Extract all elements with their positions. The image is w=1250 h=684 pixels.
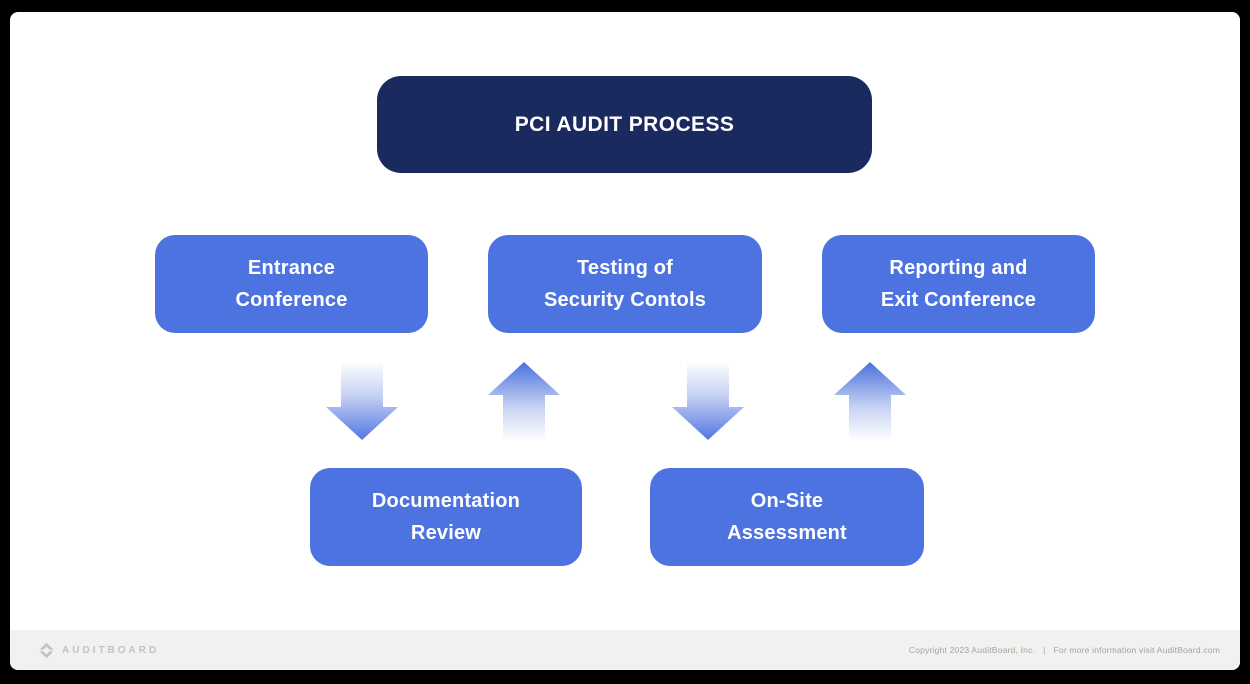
footer-separator: | bbox=[1043, 645, 1046, 655]
arrow-down-icon bbox=[326, 362, 398, 440]
auditboard-brand: AUDITBOARD bbox=[38, 642, 159, 659]
footer-copyright-text: Copyright 2023 AuditBoard, Inc. | For more… bbox=[909, 645, 1220, 655]
process-box-label-line: Documentation bbox=[371, 490, 521, 512]
diagram-title: PCI AUDIT PROCESS bbox=[514, 112, 735, 136]
process-box-documentation-review: Documentation Review bbox=[310, 468, 582, 566]
diagram-title-box: PCI AUDIT PROCESS bbox=[377, 76, 872, 173]
process-box-label-line: Reporting and bbox=[889, 257, 1028, 279]
footer-bar: AUDITBOARD Copyright 2023 AuditBoard, In… bbox=[10, 630, 1240, 670]
process-box-on-site-assessment: On-Site Assessment bbox=[650, 468, 924, 566]
footer-info-text: For more information visit AuditBoard.co… bbox=[1053, 645, 1220, 655]
arrow-down-icon bbox=[672, 362, 744, 440]
process-box-reporting-exit-conference: Reporting and Exit Conference bbox=[822, 235, 1095, 333]
process-box-label-line: Security Contols bbox=[543, 289, 707, 311]
arrow-up-icon bbox=[488, 362, 560, 440]
auditboard-logo-icon bbox=[39, 642, 54, 658]
process-box-label-line: Review bbox=[410, 522, 482, 544]
auditboard-brand-name: AUDITBOARD bbox=[62, 644, 160, 656]
process-box-testing-security-controls: Testing of Security Contols bbox=[488, 235, 762, 333]
process-box-label-line: Testing of bbox=[576, 257, 674, 279]
slide-canvas: PCI AUDIT PROCESS Entrance Conference Te… bbox=[10, 12, 1240, 670]
process-box-label-line: Entrance bbox=[247, 257, 336, 279]
process-box-label-line: Conference bbox=[235, 289, 348, 311]
process-box-label-line: Assessment bbox=[727, 522, 847, 544]
arrow-up-icon bbox=[834, 362, 906, 440]
process-box-label-line: On-Site bbox=[750, 490, 824, 512]
process-box-label-line: Exit Conference bbox=[880, 289, 1037, 311]
process-box-entrance-conference: Entrance Conference bbox=[155, 235, 428, 333]
copyright-text: Copyright 2023 AuditBoard, Inc. bbox=[908, 645, 1036, 655]
